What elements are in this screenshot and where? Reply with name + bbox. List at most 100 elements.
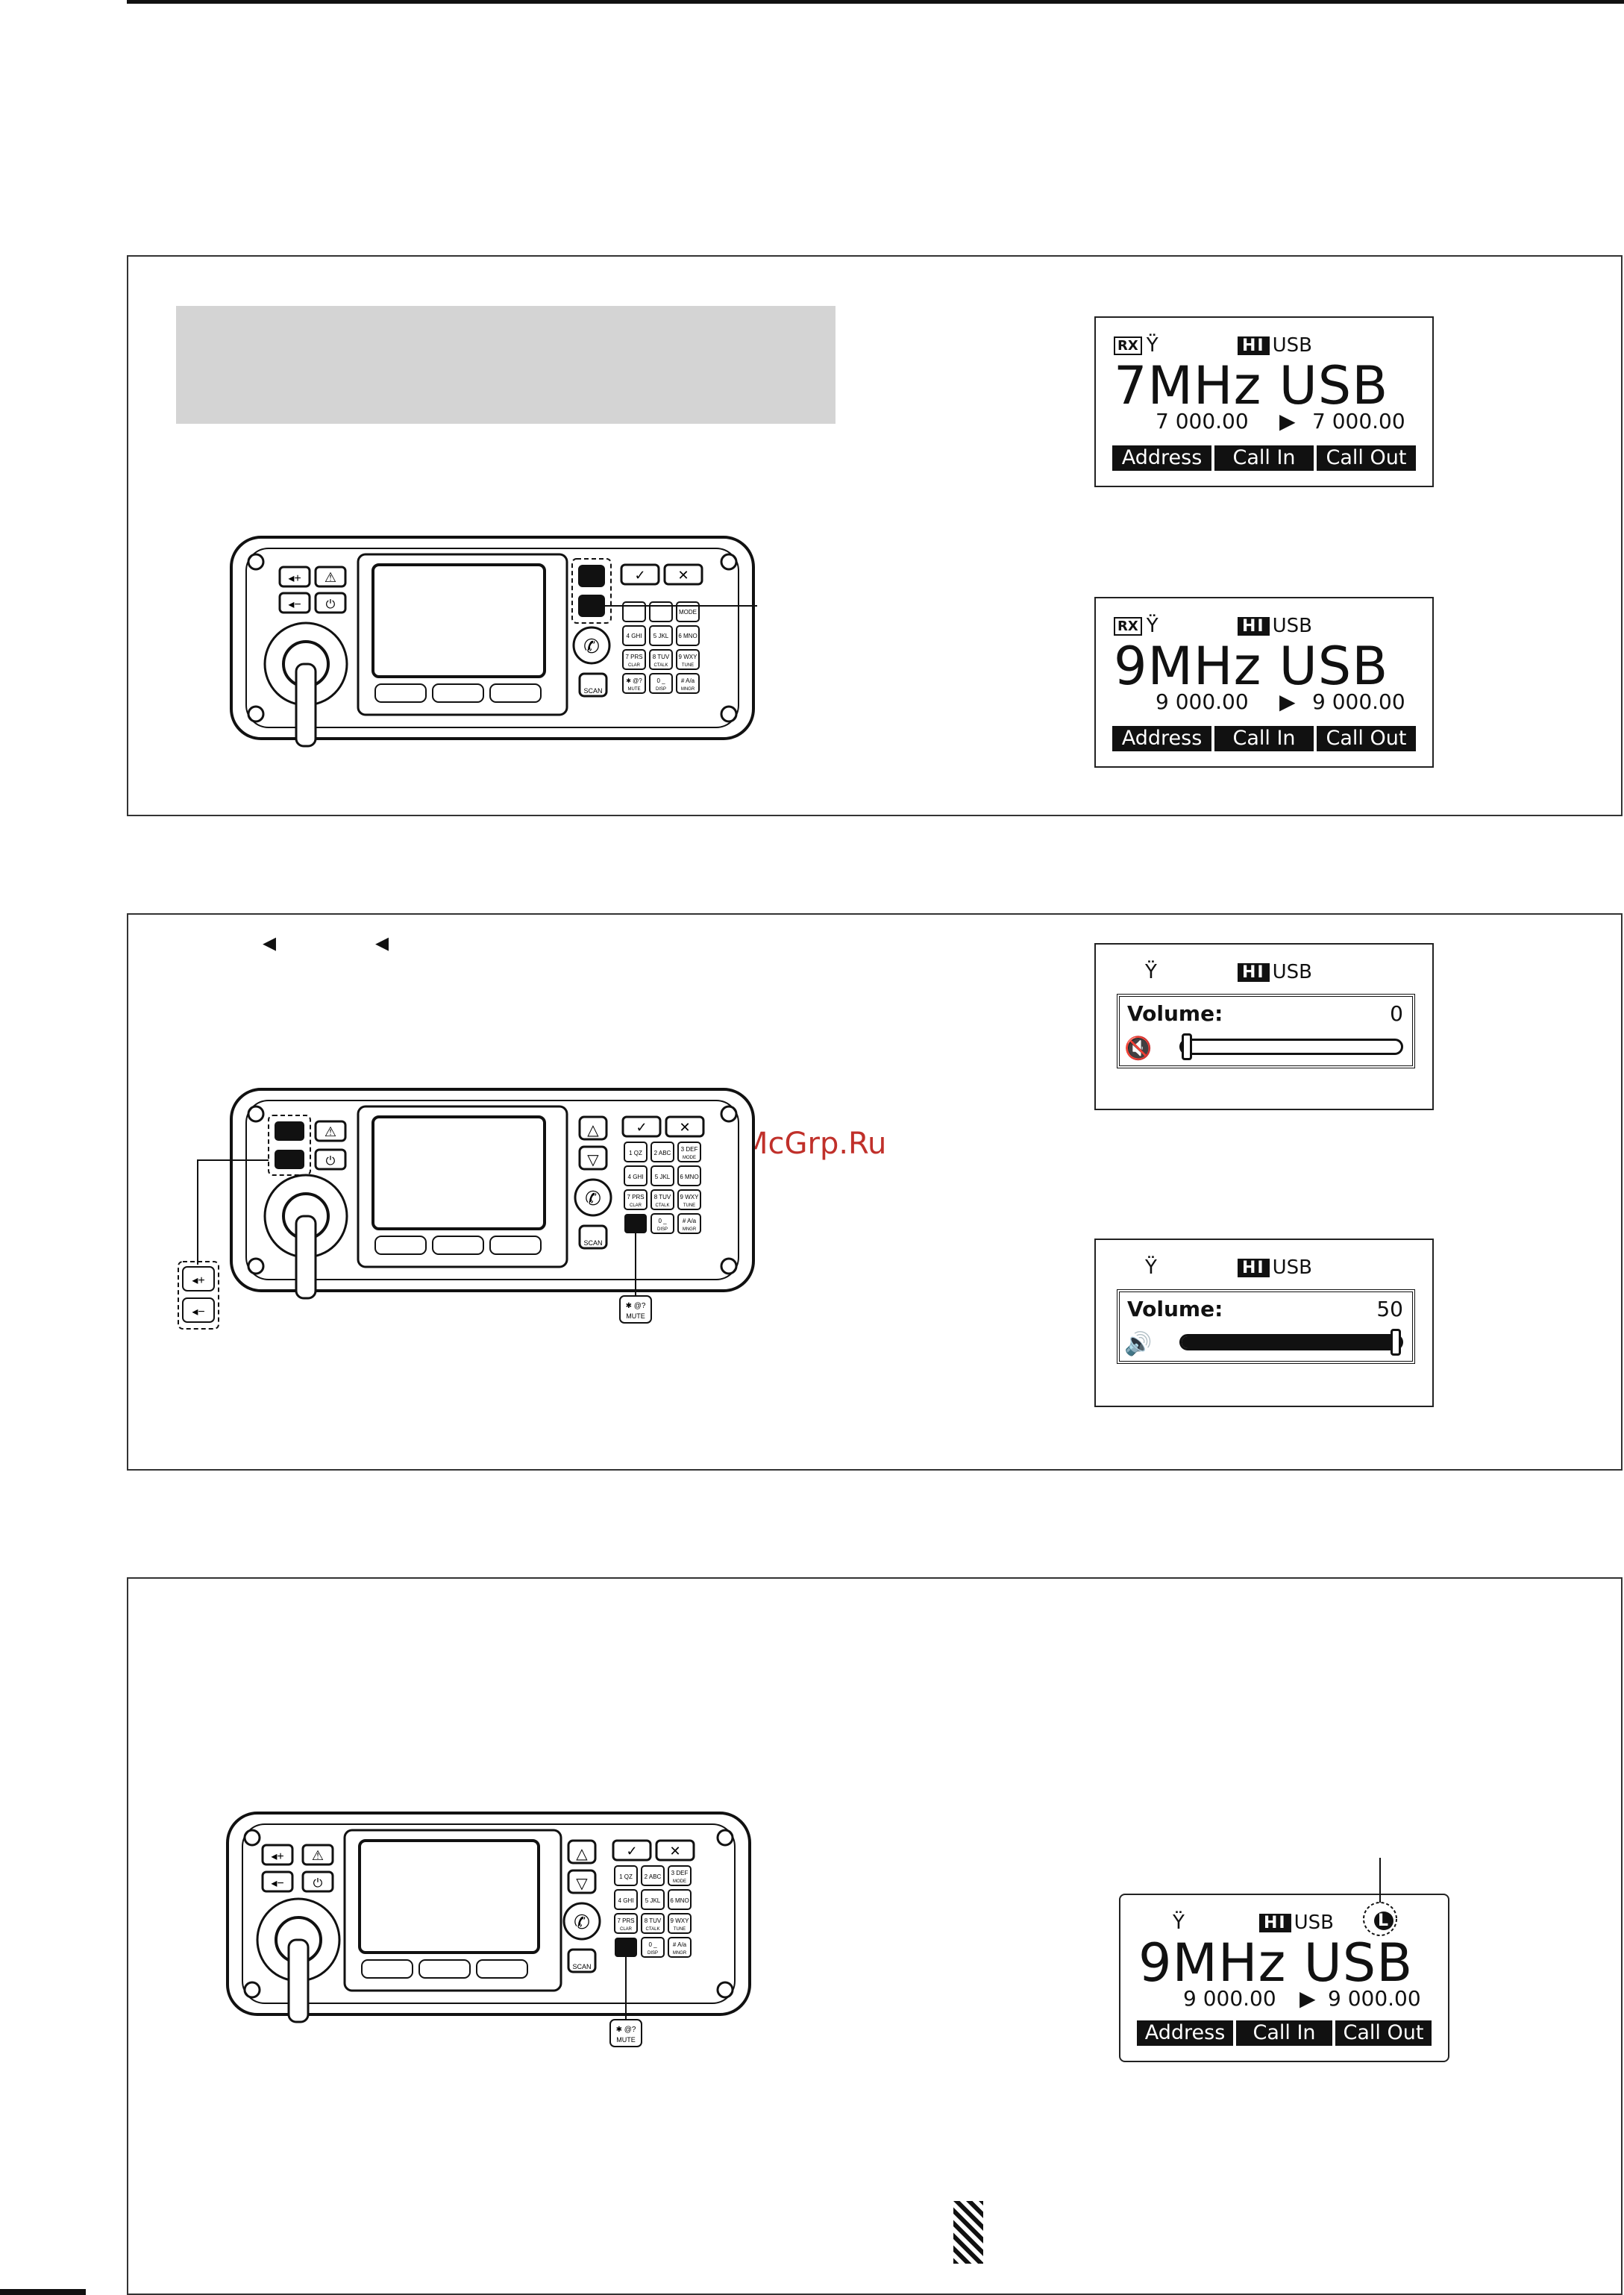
power-icon[interactable]: ⏻ — [326, 1155, 336, 1168]
up-arrow-icon[interactable]: △ — [576, 1846, 588, 1862]
down-key-highlighted[interactable] — [578, 595, 605, 617]
key-4[interactable]: 4 GHI — [618, 1897, 634, 1904]
key-6[interactable]: 6 MNO — [670, 1897, 689, 1904]
speaker-muted-icon: 🔇 — [1124, 1036, 1153, 1062]
key-3[interactable]: 3 DEF — [681, 1146, 698, 1153]
check-icon[interactable]: ✓ — [636, 1120, 647, 1135]
key-5[interactable]: 5 JKL — [653, 633, 669, 639]
key-9[interactable]: 9 WXY — [671, 1917, 690, 1924]
vol-down-key[interactable]: ◂− — [288, 598, 301, 611]
up-key-highlighted[interactable] — [578, 565, 605, 587]
key-star[interactable]: ✱ @? — [626, 677, 642, 684]
key-7[interactable]: 7 PRS — [627, 1194, 644, 1200]
radio-front-panel-3: ◂+ ⚠ ◂− ⏻ △ ▽ ✆ SCAN ✓ ✕ 1 QZ 2 ABC 3 DE… — [226, 1812, 751, 2047]
volume-slider[interactable] — [1179, 1329, 1403, 1356]
key-7-sub: CLAR — [620, 1927, 633, 1932]
channel-name: 9MHz USB — [1114, 636, 1389, 697]
power-icon[interactable]: ⏻ — [313, 1877, 323, 1890]
vol-up-callout: ◂+ — [192, 1274, 204, 1287]
vol-up-key[interactable]: ◂+ — [271, 1850, 283, 1863]
cancel-icon[interactable]: ✕ — [677, 568, 689, 583]
section-channel-select — [127, 255, 1623, 816]
vol-up-key-highlighted[interactable] — [275, 1121, 304, 1141]
key-hash[interactable]: # A/a — [683, 1218, 697, 1224]
key-8[interactable]: 8 TUV — [645, 1917, 662, 1924]
emergency-icon[interactable]: ⚠ — [325, 1124, 336, 1139]
key-0[interactable]: 0 _ — [648, 1941, 657, 1948]
mute-callout-glyph: ✱ @? — [616, 2026, 636, 2034]
scan-key[interactable]: SCAN — [572, 1963, 591, 1970]
emergency-icon[interactable]: ⚠ — [312, 1848, 324, 1863]
softkey-address[interactable]: Address — [1112, 726, 1211, 751]
volume-thumb[interactable] — [1182, 1033, 1192, 1060]
key-8-sub: CTALK — [656, 1203, 670, 1208]
key-2[interactable]: 2 ABC — [654, 1150, 671, 1156]
key-0[interactable]: 0 _ — [656, 677, 665, 684]
mode-label: USB — [1272, 961, 1312, 983]
vol-down-callout: ◂− — [192, 1306, 204, 1318]
softkey-address[interactable]: Address — [1112, 445, 1211, 471]
key-hash[interactable]: # A/a — [681, 677, 695, 684]
key-8[interactable]: 8 TUV — [653, 654, 670, 660]
softkey-call-in[interactable]: Call In — [1214, 726, 1314, 751]
rx-frequency: 7 000.00 — [1156, 409, 1249, 433]
mode-key[interactable]: MODE — [679, 609, 697, 616]
vol-down-key[interactable]: ◂− — [271, 1877, 283, 1890]
rx-frequency: 9 000.00 — [1183, 1986, 1276, 2011]
emergency-icon[interactable]: ⚠ — [325, 570, 336, 585]
key-6[interactable]: 6 MNO — [678, 633, 697, 639]
key-9-sub: TUNE — [674, 1927, 686, 1932]
down-arrow-icon[interactable]: ▽ — [587, 1152, 599, 1168]
softkey-address[interactable]: Address — [1137, 2020, 1233, 2046]
check-icon[interactable]: ✓ — [626, 1844, 637, 1859]
key-2[interactable]: 2 ABC — [645, 1873, 662, 1880]
vol-down-key-highlighted[interactable] — [275, 1150, 304, 1169]
down-arrow-icon[interactable]: ▽ — [576, 1876, 588, 1892]
key-1[interactable]: 1 QZ — [629, 1150, 642, 1156]
mode-label: USB — [1272, 334, 1312, 357]
key-9[interactable]: 9 WXY — [680, 1194, 700, 1200]
volume-slider[interactable] — [1179, 1033, 1403, 1060]
vol-up-key[interactable]: ◂+ — [288, 572, 301, 585]
phone-icon[interactable]: ✆ — [583, 635, 600, 657]
cancel-icon[interactable]: ✕ — [669, 1844, 680, 1859]
softkey-call-out[interactable]: Call Out — [1317, 445, 1416, 471]
key-5[interactable]: 5 JKL — [655, 1174, 671, 1180]
softkey-call-in[interactable]: Call In — [1236, 2020, 1332, 2046]
key-4[interactable]: 4 GHI — [627, 633, 642, 639]
check-icon[interactable]: ✓ — [634, 568, 645, 583]
tx-frequency: 9 000.00 — [1328, 1986, 1421, 2011]
key-hash[interactable]: # A/a — [673, 1941, 687, 1948]
scan-key[interactable]: SCAN — [583, 687, 602, 695]
softkey-call-in[interactable]: Call In — [1214, 445, 1314, 471]
up-arrow-icon[interactable]: △ — [587, 1122, 599, 1139]
volume-label: Volume: — [1127, 1297, 1223, 1321]
speaker-icon-down: ◂ — [375, 927, 389, 957]
scan-key[interactable]: SCAN — [583, 1239, 602, 1247]
key-3[interactable]: 3 DEF — [671, 1870, 689, 1876]
key-6[interactable]: 6 MNO — [680, 1174, 698, 1180]
hi-power-badge: HI — [1238, 1258, 1270, 1277]
softkey-call-out[interactable]: Call Out — [1335, 2020, 1432, 2046]
power-icon[interactable]: ⏻ — [326, 598, 336, 611]
phone-icon[interactable]: ✆ — [585, 1187, 601, 1209]
key-hash-sub: MNGR — [673, 1951, 687, 1956]
channel-name: 9MHz USB — [1138, 1932, 1414, 1994]
cancel-icon[interactable]: ✕ — [679, 1120, 690, 1135]
mute-key-highlighted[interactable] — [615, 1938, 637, 1957]
key-0-sub: DISP — [648, 1951, 658, 1956]
key-5[interactable]: 5 JKL — [645, 1897, 661, 1904]
softkey-call-out[interactable]: Call Out — [1317, 726, 1416, 751]
key-1[interactable]: 1 QZ — [619, 1873, 633, 1880]
key-9[interactable]: 9 WXY — [679, 654, 698, 660]
volume-thumb[interactable] — [1391, 1329, 1401, 1356]
key-8[interactable]: 8 TUV — [654, 1194, 671, 1200]
key-4[interactable]: 4 GHI — [628, 1174, 644, 1180]
key-8-sub: CTALK — [654, 663, 668, 668]
phone-icon[interactable]: ✆ — [574, 1911, 590, 1933]
mute-key-highlighted[interactable] — [624, 1214, 647, 1233]
key-7[interactable]: 7 PRS — [625, 654, 642, 660]
mode-label: USB — [1272, 1256, 1312, 1279]
key-7[interactable]: 7 PRS — [617, 1917, 634, 1924]
key-0[interactable]: 0 _ — [658, 1218, 667, 1224]
